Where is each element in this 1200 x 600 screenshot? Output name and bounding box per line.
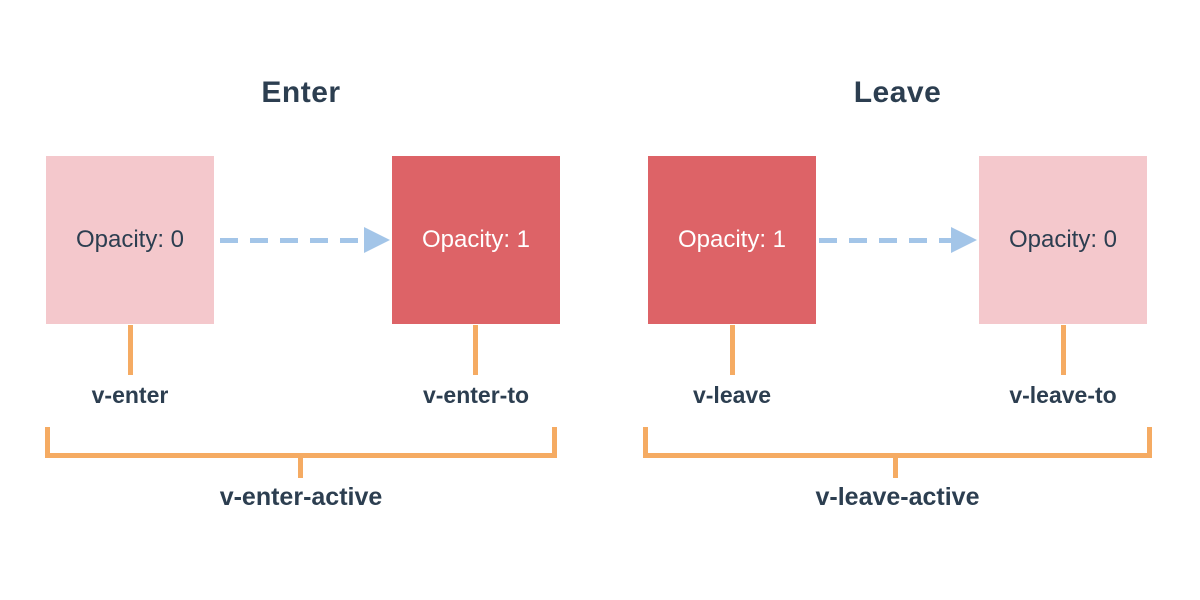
enter-start-box-label: Opacity: 0: [75, 226, 185, 253]
leave-end-connector-line: [1061, 325, 1066, 375]
leave-arrowhead-icon: [951, 227, 977, 253]
enter-active-bracket: [45, 427, 557, 458]
leave-active-bracket: [643, 427, 1152, 458]
enter-title: Enter: [261, 76, 341, 109]
enter-end-connector-line: [473, 325, 478, 375]
enter-end-box-label: Opacity: 1: [421, 226, 531, 253]
enter-start-connector-line: [128, 325, 133, 375]
leave-start-box-label: Opacity: 1: [677, 226, 787, 253]
enter-start-box: Opacity: 0: [46, 156, 214, 324]
enter-active-bracket-tick: [298, 458, 303, 478]
section-enter: Enter Opacity: 0 Opacity: 1 v-enter v-en…: [45, 76, 560, 511]
leave-start-class-label: v-leave: [692, 382, 771, 408]
leave-transition-dashed-line: [819, 238, 951, 243]
leave-start-connector-line: [730, 325, 735, 375]
enter-start-class-label: v-enter: [91, 382, 169, 408]
leave-active-class-label: v-leave-active: [815, 483, 980, 511]
leave-end-class-label: v-leave-to: [1009, 382, 1117, 408]
leave-start-box: Opacity: 1: [648, 156, 816, 324]
enter-end-box: Opacity: 1: [392, 156, 560, 324]
enter-arrowhead-icon: [364, 227, 390, 253]
enter-transition-dashed-line: [220, 238, 360, 243]
leave-active-bracket-tick: [893, 458, 898, 478]
leave-end-box-label: Opacity: 0: [1008, 226, 1118, 253]
leave-title: Leave: [853, 76, 942, 109]
leave-end-box: Opacity: 0: [979, 156, 1147, 324]
section-leave: Leave Opacity: 1 Opacity: 0 v-leave v-le…: [602, 0, 1200, 600]
enter-active-class-label: v-enter-active: [219, 483, 383, 511]
enter-end-class-label: v-enter-to: [422, 382, 530, 408]
